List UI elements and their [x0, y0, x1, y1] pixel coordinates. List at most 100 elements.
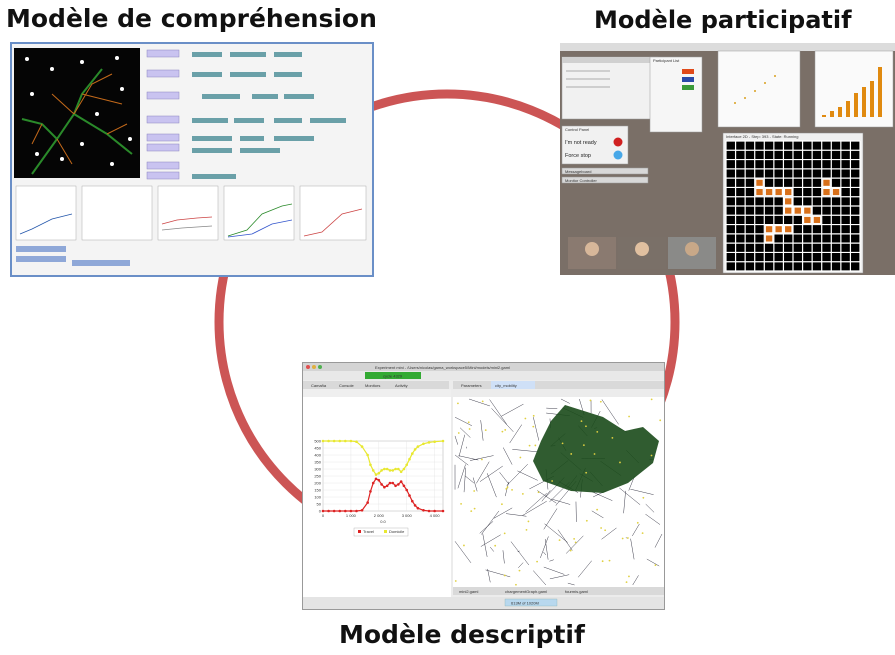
agent-dot — [481, 458, 483, 461]
participant-list-title: Participant List — [653, 58, 680, 63]
y-tick-label: 200 — [314, 481, 321, 486]
data-point-travel — [369, 490, 372, 493]
street — [654, 533, 663, 548]
data-point-travel — [349, 509, 353, 513]
legend — [353, 527, 409, 537]
agent-dot — [503, 532, 506, 535]
y-tick-label: 450 — [314, 446, 321, 451]
agent-dot — [636, 521, 639, 524]
agent-dot — [585, 519, 588, 522]
grid-cell — [774, 224, 784, 234]
agent-dot — [589, 399, 592, 402]
x-tick-label: 2 000 — [374, 513, 385, 518]
agent-dot — [457, 402, 459, 405]
data-point-travel — [355, 509, 358, 513]
street — [630, 488, 654, 495]
legend-label: Domicile — [389, 529, 405, 534]
data-point-domicile — [402, 467, 406, 471]
data-point-travel — [402, 484, 406, 488]
data-point-domicile — [332, 439, 336, 443]
y-tick-label: 100 — [314, 495, 321, 500]
street — [509, 424, 522, 444]
not-ready-label: I'm not ready — [565, 140, 597, 146]
agent-dot — [628, 575, 630, 578]
street — [540, 536, 549, 559]
agent-dot — [519, 456, 522, 459]
data-point-travel — [327, 509, 330, 513]
data-point-domicile — [360, 445, 364, 448]
agent-dot — [650, 454, 653, 457]
data-point-domicile — [327, 439, 330, 443]
agent-dot — [532, 425, 535, 428]
data-point-domicile — [399, 470, 403, 474]
agent-dot — [525, 528, 528, 531]
street — [544, 523, 568, 543]
agent-dot — [528, 444, 531, 447]
street — [591, 491, 613, 501]
y-tick-label: 250 — [314, 474, 321, 479]
data-point-travel — [413, 504, 417, 507]
grid-cell — [774, 187, 784, 197]
legend-swatch — [358, 530, 361, 533]
data-point-domicile — [380, 469, 383, 472]
agent-dot — [600, 527, 603, 529]
data-point-domicile — [355, 440, 358, 443]
street — [560, 398, 570, 404]
data-point-travel — [388, 481, 392, 485]
memory-indicator — [504, 598, 558, 607]
grid-cell — [783, 224, 793, 234]
data-point-domicile — [385, 467, 389, 471]
data-point-travel — [433, 509, 436, 513]
agent-dot — [511, 488, 513, 491]
street — [476, 461, 490, 484]
street — [463, 467, 466, 493]
data-point-domicile — [413, 448, 417, 451]
agent-dot — [626, 537, 629, 539]
street — [454, 417, 473, 426]
street — [632, 575, 639, 586]
agent-dot — [524, 417, 527, 420]
data-point-domicile — [394, 467, 397, 471]
street — [517, 470, 538, 481]
agent-dot — [551, 480, 554, 482]
street — [482, 533, 488, 557]
data-point-travel — [391, 481, 395, 485]
data-point-travel — [366, 501, 369, 504]
street — [537, 490, 557, 504]
agent-dot — [505, 487, 508, 490]
data-point-travel — [374, 477, 378, 481]
street — [578, 560, 592, 578]
street — [486, 473, 497, 498]
data-point-travel — [399, 480, 403, 483]
street — [557, 529, 573, 551]
data-point-domicile — [427, 441, 431, 444]
agent-dot — [582, 444, 585, 447]
agent-dot — [503, 574, 506, 577]
street — [646, 558, 660, 567]
street — [619, 487, 641, 505]
data-point-domicile — [391, 469, 395, 472]
agent-dot — [468, 428, 471, 430]
descriptif-screenshot: Experiment mini - /Users/nicolas/gama_wo… — [302, 362, 665, 610]
street — [591, 510, 604, 519]
grid-cell — [802, 206, 812, 215]
grid-cell — [793, 206, 803, 215]
force-stop-label: Force stop — [565, 153, 591, 159]
data-point-travel — [394, 484, 397, 488]
grid-cell — [802, 215, 812, 225]
agent-dot — [585, 425, 587, 428]
grid-cell — [764, 234, 774, 243]
agent-dot — [654, 564, 657, 567]
agent-dot — [460, 502, 462, 505]
street — [479, 521, 494, 534]
agent-dot — [601, 560, 604, 563]
svg-text:Messageboard: Messageboard — [565, 169, 591, 174]
agent-dot — [521, 493, 524, 495]
data-point-domicile — [441, 439, 445, 443]
street — [533, 570, 547, 586]
street — [544, 538, 549, 560]
data-point-travel — [338, 509, 342, 513]
legend-label: Travel — [363, 529, 374, 534]
street — [525, 493, 547, 513]
street — [485, 569, 511, 578]
